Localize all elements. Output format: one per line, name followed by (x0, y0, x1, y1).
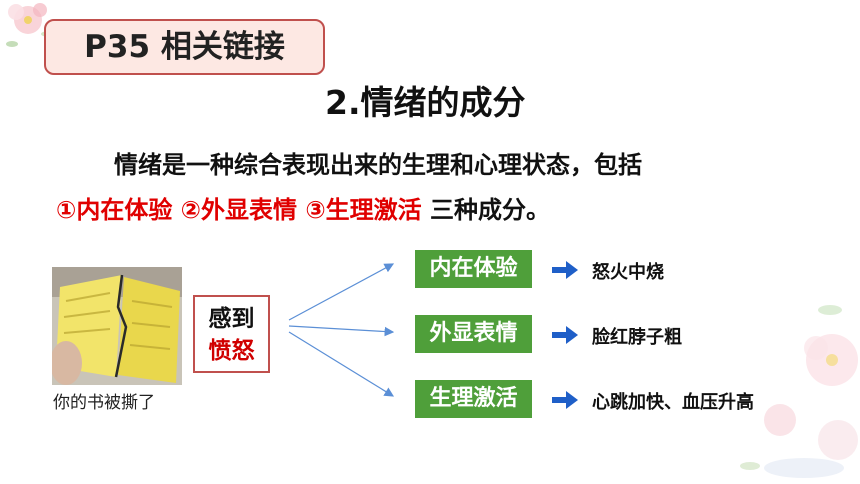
emotion-line-1: 感到 (208, 306, 255, 332)
flower-decoration-top-left (6, 3, 51, 47)
component-label-outward-expression: 外显表情 (415, 315, 532, 353)
component-label-inner-experience: 内在体验 (415, 250, 532, 288)
torn-book-image (52, 267, 182, 385)
arrow-right-icon (552, 391, 578, 409)
section-title-tab: P35 相关链接 (44, 19, 325, 75)
arrow-right-icon (552, 261, 578, 279)
components-tail: 三种成分。 (430, 196, 551, 224)
flower-decoration-right (740, 305, 858, 478)
slide-heading: 2.情绪的成分 (325, 83, 526, 122)
components-list: ①内在体验 ②外显表情 ③生理激活 (56, 196, 422, 224)
torn-book-photo (52, 267, 182, 385)
photo-caption: 你的书被撕了 (53, 393, 155, 413)
emotion-line-2: 愤怒 (208, 338, 255, 364)
arrow-right-icon (552, 326, 578, 344)
emotion-box: 感到 愤怒 (193, 295, 270, 373)
component-label-physiological-arousal: 生理激活 (415, 380, 532, 418)
result-physiological-arousal: 心跳加快、血压升高 (592, 392, 754, 413)
intro-text: 情绪是一种综合表现出来的生理和心理状态，包括 (114, 151, 642, 179)
components-line: ①内在体验 ②外显表情 ③生理激活 三种成分。 (56, 190, 550, 225)
result-inner-experience: 怒火中烧 (592, 262, 664, 283)
connector-arrows (288, 263, 395, 397)
result-outward-expression: 脸红脖子粗 (592, 327, 682, 348)
